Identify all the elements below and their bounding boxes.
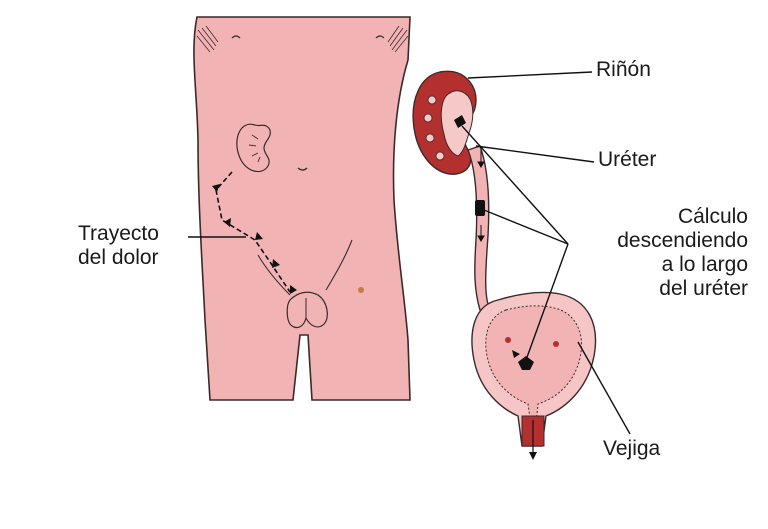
- skin-mark: [358, 287, 364, 293]
- ureter-leader-line: [476, 146, 594, 162]
- pain-label-line: Trayecto: [78, 222, 159, 246]
- kidney-leader-line: [468, 72, 592, 78]
- stone-label-line: a lo largo: [578, 253, 748, 277]
- kidney-label: Riñón: [596, 58, 651, 82]
- ureter-orifice-left: [505, 337, 511, 343]
- pain-path-label: Trayecto del dolor: [78, 222, 159, 270]
- stone-label-line: Cálculo: [578, 205, 748, 229]
- human-torso: [188, 17, 410, 400]
- pain-label-line: del dolor: [78, 246, 159, 270]
- stone-label-line: del uréter: [578, 277, 748, 301]
- stone-leader-line-2: [484, 210, 568, 244]
- torso-body: [194, 17, 410, 400]
- stone-label: Cálculo descendiendo a lo largo del urét…: [578, 205, 748, 301]
- stone-label-line: descendiendo: [578, 229, 748, 253]
- ureter-orifice-right: [553, 341, 559, 347]
- urethra-arrowhead: [529, 452, 537, 460]
- ureter-label: Uréter: [598, 148, 656, 172]
- ureter-stone: [475, 200, 485, 216]
- bladder-label: Vejiga: [603, 437, 660, 461]
- bladder-leader-line: [578, 342, 630, 434]
